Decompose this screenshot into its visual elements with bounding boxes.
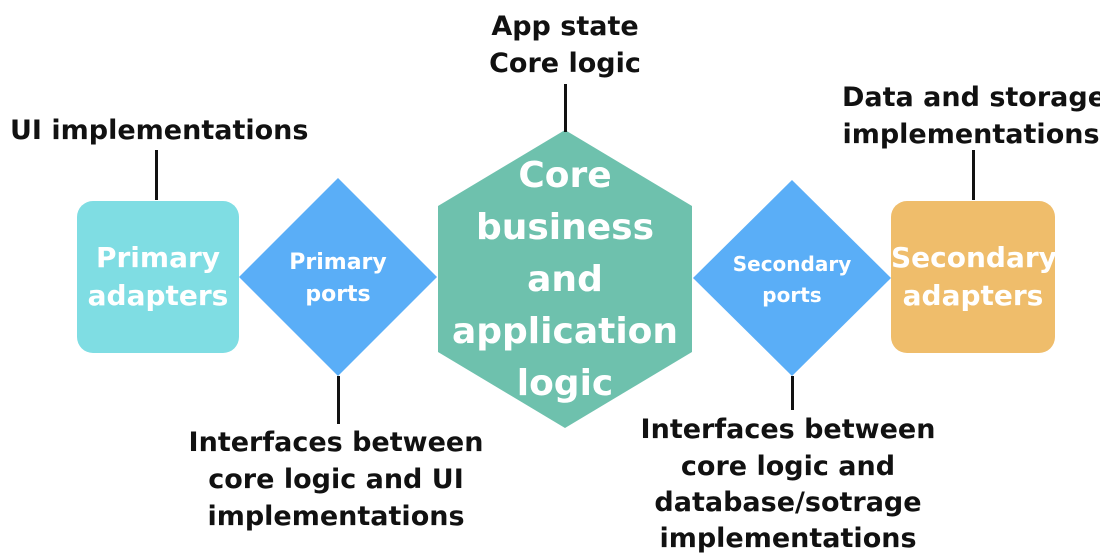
primary-ports-connector [337, 376, 340, 424]
secondary-ports-label-line1: Secondary [732, 252, 852, 276]
secondary-adapters-label-line1: Secondary [891, 241, 1057, 274]
primary-ports-diamond [239, 178, 437, 376]
core-label-line2: business [475, 207, 655, 248]
core-top-connector [564, 84, 567, 132]
core-label-line1: Core [518, 155, 612, 196]
primary-ports-label-line2: ports [305, 282, 371, 307]
primary-adapters-label-line2: adapters [87, 279, 229, 312]
primary-ports-annotation-line3: implementations [207, 501, 465, 532]
ui-implementations-connector [155, 150, 158, 200]
secondary-ports-annotation-line4: implementations [659, 523, 917, 554]
core-hexagon [438, 130, 692, 428]
secondary-ports-annotation-line3: database/sotrage [654, 487, 922, 518]
secondary-ports-connector [791, 376, 794, 410]
primary-ports-annotation-line1: Interfaces between [188, 427, 484, 458]
secondary-ports-diamond [693, 180, 891, 376]
data-storage-connector [972, 150, 975, 200]
core-annotation-line2: Core logic [489, 48, 641, 79]
secondary-ports-annotation-line1: Interfaces between [640, 414, 936, 445]
primary-adapters-box [77, 201, 239, 353]
data-storage-annotation-line2: implementations [842, 119, 1100, 150]
primary-ports-annotation-line2: core logic and UI [208, 464, 464, 495]
secondary-adapters-label-line2: adapters [902, 279, 1044, 312]
secondary-ports-label-line2: ports [762, 283, 822, 307]
core-label-line3: and [527, 259, 603, 300]
secondary-adapters-box [891, 201, 1055, 353]
primary-ports-label-line1: Primary [289, 250, 387, 275]
core-annotation-line1: App state [491, 11, 639, 42]
core-label-line4: application [451, 311, 679, 352]
secondary-ports-annotation-line2: core logic and [680, 451, 896, 482]
data-storage-annotation-line1: Data and storage [842, 82, 1100, 113]
core-label-line5: logic [516, 363, 614, 404]
primary-adapters-label-line1: Primary [95, 241, 221, 274]
ui-implementations-annotation: UI implementations [10, 115, 309, 146]
